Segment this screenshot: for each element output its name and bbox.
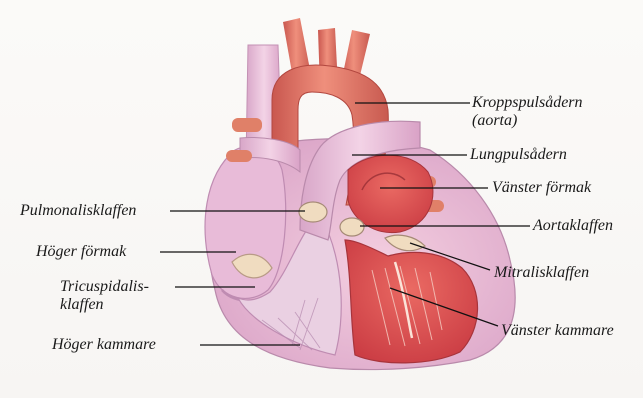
label-right-atrium: Höger förmak — [36, 243, 126, 261]
label-tricuspid-line2: klaffen — [60, 296, 104, 314]
label-aorta-line1: Kroppspulsådern — [472, 94, 583, 112]
label-left-atrium: Vänster förmak — [492, 179, 591, 197]
label-pulmonary-artery: Lungpulsådern — [470, 146, 567, 164]
label-pulmonary-valve: Pulmonalisklaffen — [20, 202, 136, 220]
label-tricuspid-line1: Tricuspidalis- — [60, 278, 149, 296]
label-left-ventricle: Vänster kammare — [501, 322, 614, 340]
label-right-ventricle: Höger kammare — [52, 336, 156, 354]
label-aortic-valve: Aortaklaffen — [533, 217, 613, 235]
aortic-valve — [340, 218, 364, 236]
pulmonary-valve — [299, 202, 327, 222]
label-aorta-line2: (aorta) — [472, 112, 517, 130]
label-mitral-valve: Mitralisklaffen — [494, 264, 589, 282]
